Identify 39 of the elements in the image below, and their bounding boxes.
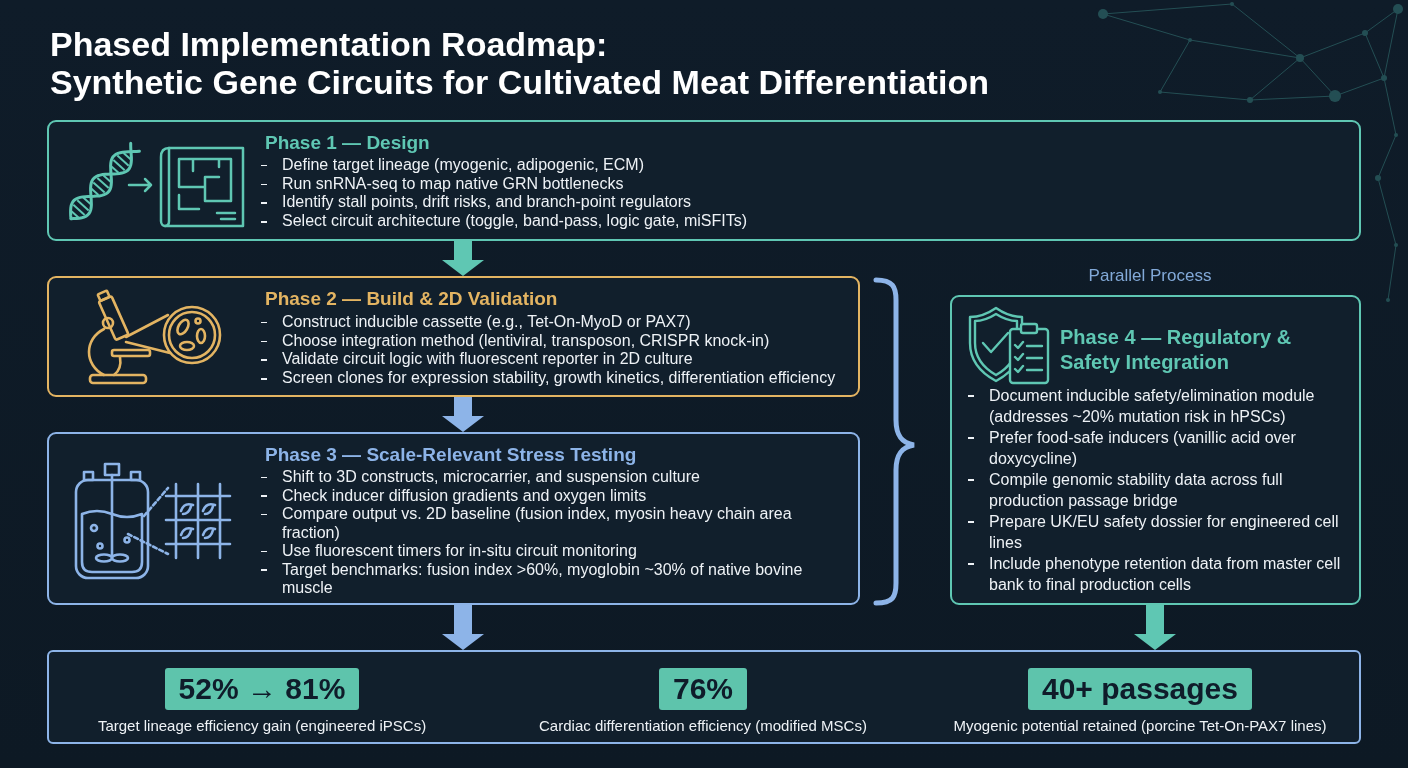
bullet-point: Prefer food-safe inducers (vanillic acid over doxycycline) xyxy=(968,427,1348,469)
phase-card xyxy=(47,120,1361,241)
diagram-title: Phased Implementation Roadmap: Synthetic Gene Circuits for Cultivated Meat Differentiation xyxy=(50,25,989,101)
bullet-point: Document inducible safety/elimination module (addresses ~20% mutation risk in hPSCs) xyxy=(968,385,1348,427)
bullet-point: Define target lineage (myogenic, adipogenic, ECM) xyxy=(261,156,644,175)
outcome-panel xyxy=(47,650,1361,744)
phase-card xyxy=(47,276,860,397)
phase-heading: Phase 3 — Scale-Relevant Stress Testing xyxy=(265,443,637,467)
bullet-point: Select circuit architecture (toggle, band-pass, logic gate, miSFITs) xyxy=(261,212,748,231)
bullet-point: Construct inducible cassette (e.g., Tet-On-MyoD or PAX7) xyxy=(261,313,691,332)
phase-card xyxy=(47,432,860,605)
metric-caption: Target lineage efficiency gain (engineered iPSCs) xyxy=(97,716,427,736)
metric-highlight: 52% → 81% xyxy=(164,668,360,710)
bullet-point: Check inducer diffusion gradients and oxygen limits xyxy=(261,486,647,505)
metric-caption: Myogenic potential retained (porcine Tet-On-PAX7 lines) xyxy=(953,716,1327,736)
bullet-point: Identify stall points, drift risks, and branch-point regulators xyxy=(261,193,692,213)
phase-card xyxy=(950,295,1361,605)
arrow xyxy=(442,605,484,650)
phase-heading: Phase 2 — Build & 2D Validation xyxy=(265,287,558,311)
bullet-point: Include phenotype retention data from master cell bank to final production cells xyxy=(968,553,1348,595)
phase-heading: Phase 4 — Regulatory & Safety Integration xyxy=(1060,325,1293,375)
metric-highlight: 40+ passages xyxy=(1028,668,1252,710)
metric-caption: Cardiac differentiation efficiency (modified MSCs) xyxy=(539,716,867,736)
metric-highlight: 76% xyxy=(658,668,747,710)
bullet-point: Run snRNA-seq to map native GRN bottlenecks xyxy=(261,174,624,194)
bullet-point: Validate circuit logic with fluorescent reporter in 2D culture xyxy=(261,350,693,370)
bullet-point: Shift to 3D constructs, microcarrier, and suspension culture xyxy=(261,468,700,487)
bullet-point: Choose integration method (lentiviral, transposon, CRISPR knock-in) xyxy=(261,331,770,351)
bullet-point: Prepare UK/EU safety dossier for engineered cell lines xyxy=(968,511,1348,553)
bullet-point: Compare output vs. 2D baseline (fusion index, myosin heavy chain area fraction) xyxy=(261,505,846,542)
bullet-point: Target benchmarks: fusion index >60%, myoglobin ~30% of native bovine muscle xyxy=(261,560,846,598)
bullet-point: Compile genomic stability data across full production passage bridge xyxy=(968,469,1348,511)
bullet-point: Use fluorescent timers for in-situ circuit monitoring xyxy=(261,542,637,561)
arrow xyxy=(442,397,484,432)
bullet-point: Screen clones for expression stability, growth kinetics, differentiation efficiency xyxy=(261,369,836,388)
arrow xyxy=(442,241,484,276)
phase-heading: Phase 1 — Design xyxy=(265,131,430,155)
section-label: Parallel Process xyxy=(1088,266,1212,286)
arrow xyxy=(1134,605,1176,650)
